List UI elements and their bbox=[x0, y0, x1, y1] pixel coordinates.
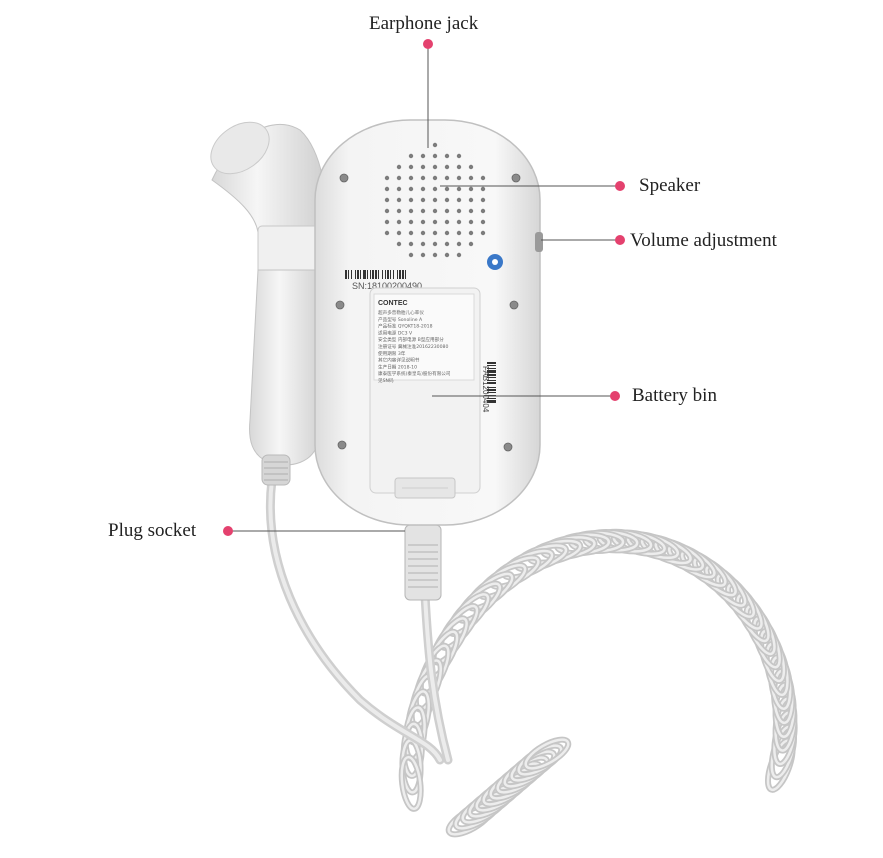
svg-text:生产日期 2018-10: 生产日期 2018-10 bbox=[378, 363, 417, 370]
svg-text:康泰医学系统(秦皇岛)股份有限公司: 康泰医学系统(秦皇岛)股份有限公司 bbox=[378, 370, 451, 377]
svg-text:其它内容详见说明书: 其它内容详见说明书 bbox=[378, 357, 420, 364]
svg-text:CONTEC: CONTEC bbox=[378, 300, 408, 307]
probe bbox=[210, 121, 326, 486]
barcode bbox=[345, 270, 406, 279]
svg-text:使用期限 3年: 使用期限 3年 bbox=[378, 350, 406, 357]
svg-text:适用电源 DC3 V: 适用电源 DC3 V bbox=[378, 329, 413, 336]
svg-text:产品型号 Sonoline A: 产品型号 Sonoline A bbox=[378, 316, 423, 323]
callout-earphone-jack: Earphone jack bbox=[369, 13, 479, 34]
svg-text:超声多普勒胎儿心率仪: 超声多普勒胎儿心率仪 bbox=[378, 309, 424, 316]
svg-text:安全类型 内部电源 B型应用部分: 安全类型 内部电源 B型应用部分 bbox=[378, 336, 444, 343]
speaker-grille bbox=[384, 142, 486, 258]
callout-volume-adjustment: Volume adjustment bbox=[630, 230, 777, 251]
svg-text:产品标准 QYQKT18-2018: 产品标准 QYQKT18-2018 bbox=[378, 323, 433, 330]
callout-dots bbox=[223, 39, 625, 536]
serial-number: SN:18100200490 bbox=[352, 281, 422, 291]
screws bbox=[335, 173, 521, 452]
side-code: FAB1200404 bbox=[481, 366, 490, 413]
plug-connector bbox=[404, 524, 442, 601]
volume-wheel bbox=[535, 232, 543, 252]
callout-battery-bin: Battery bin bbox=[632, 385, 717, 406]
svg-text:注册证号 冀械注准20162230080: 注册证号 冀械注准20162230080 bbox=[378, 343, 448, 350]
coiled-cord bbox=[398, 528, 798, 838]
svg-text:见SN码: 见SN码 bbox=[378, 377, 394, 384]
callout-speaker: Speaker bbox=[639, 175, 701, 196]
leader-lines bbox=[228, 44, 620, 532]
callout-plug-socket: Plug socket bbox=[108, 520, 197, 541]
